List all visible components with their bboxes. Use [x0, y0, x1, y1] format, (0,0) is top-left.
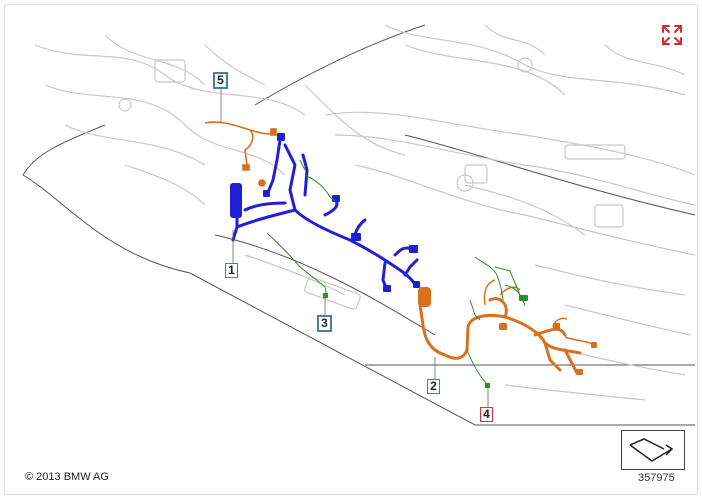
callout-4[interactable]: 4 [480, 407, 493, 422]
reference-number: 357975 [638, 472, 675, 484]
harness-3 [266, 159, 336, 298]
wiring-diagram [22, 24, 696, 426]
expand-arrows-icon[interactable] [660, 23, 684, 47]
harness-3-connector [323, 293, 328, 298]
callout-leaders [220, 86, 489, 407]
harness-2-connectors [418, 287, 597, 375]
callout-3[interactable]: 3 [317, 315, 332, 332]
diagram-frame: 5 1 3 2 4 © 2013 BMW AG 357975 [4, 4, 698, 495]
direction-arrow-icon [621, 430, 685, 470]
callout-1[interactable]: 1 [225, 263, 238, 278]
harness-4-connectors [485, 295, 528, 388]
copyright-text: © 2013 BMW AG [25, 471, 109, 483]
body-outline [22, 24, 696, 426]
background-components [34, 24, 696, 401]
callout-5[interactable]: 5 [213, 72, 228, 89]
harness-1 [231, 138, 419, 292]
harness-2 [418, 288, 582, 375]
harness-1-connectors [230, 133, 420, 292]
harness-5 [204, 121, 277, 187]
callout-2[interactable]: 2 [427, 379, 440, 394]
